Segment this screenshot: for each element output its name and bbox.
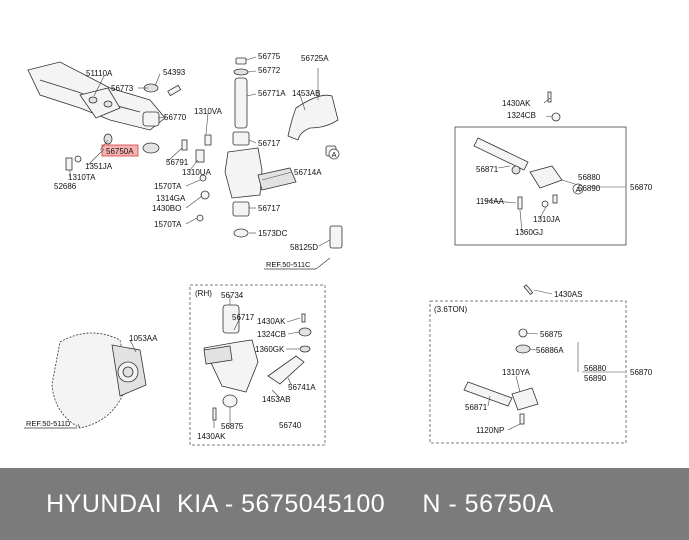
label-56880-tr: 56880	[578, 173, 601, 182]
label-56714A: 56714A	[294, 168, 322, 177]
ton-box	[429, 300, 627, 444]
axle-beam	[27, 61, 166, 131]
label-1324CB-rh: 1324CB	[257, 330, 286, 339]
label-56886A: 56886A	[536, 346, 564, 355]
label-56775: 56775	[258, 52, 281, 61]
label-52686: 52686	[54, 182, 77, 191]
label-1053AA: 1053AA	[129, 334, 158, 343]
label-1430AK-rh2: 1430AK	[197, 432, 226, 441]
label-1351JA: 1351JA	[85, 162, 113, 171]
label-1453AB-top: 1453AB	[292, 89, 320, 98]
label-54393: 54393	[163, 68, 186, 77]
ton-box-title: (3.6TON)	[434, 305, 468, 314]
label-1453AB-rh: 1453AB	[262, 395, 290, 404]
label-56890-tr: 56890	[578, 184, 601, 193]
ton-tie-rod	[463, 284, 539, 425]
label-56890-br: 56890	[584, 374, 607, 383]
rh-knuckle	[203, 304, 312, 421]
label-1360GJ: 1360GJ	[515, 228, 543, 237]
label-56773: 56773	[111, 84, 134, 93]
label-56770: 56770	[164, 113, 187, 122]
label-56772: 56772	[258, 66, 281, 75]
label-1314GA: 1314GA	[156, 194, 186, 203]
svg-text:REF.50-511D: REF.50-511D	[26, 419, 71, 428]
label-56725A: 56725A	[301, 54, 329, 63]
label-56875-br: 56875	[540, 330, 563, 339]
label-1310YA: 1310YA	[502, 368, 531, 377]
label-51110A: 51110A	[86, 69, 113, 78]
footer-bar	[0, 468, 689, 540]
backing-plate	[51, 332, 147, 429]
parts-diagram-svg: A A	[24, 52, 653, 446]
label-1430AK-rh: 1430AK	[257, 317, 286, 326]
label-1310UA: 1310UA	[182, 168, 212, 177]
leader-lines	[69, 56, 625, 431]
label-56717-top: 56717	[258, 139, 281, 148]
bushing-parts	[65, 83, 182, 171]
svg-text:A: A	[575, 185, 580, 194]
label-1430BO: 1430BO	[152, 204, 181, 213]
highlighted-part-label	[101, 144, 139, 157]
label-56717-mid: 56717	[258, 204, 281, 213]
label-1360GK: 1360GK	[255, 345, 285, 354]
label-1120NP: 1120NP	[476, 426, 504, 435]
label-56717-rh: 56717	[232, 313, 255, 322]
label-56750A: 56750A	[106, 147, 134, 156]
tie-rod-box	[454, 126, 627, 246]
label-1310JA: 1310JA	[533, 215, 561, 224]
label-58125D: 58125D	[290, 243, 318, 252]
label-1310VA: 1310VA	[194, 107, 223, 116]
label-56741A: 56741A	[288, 383, 316, 392]
svg-text:REF.50-511C: REF.50-511C	[266, 260, 311, 269]
label-1310TA: 1310TA	[68, 173, 96, 182]
label-1194AA: 1194AA	[476, 197, 505, 206]
label-56870-tr: 56870	[630, 183, 653, 192]
label-56740: 56740	[279, 421, 302, 430]
ref-label-511d: REF.50-511D	[24, 419, 77, 429]
marker-a3: A	[572, 183, 584, 195]
rh-box-title: (RH)	[195, 289, 212, 298]
label-56771A: 56771A	[258, 89, 286, 98]
label-56734: 56734	[221, 291, 244, 300]
tie-rod-end	[473, 91, 563, 210]
parts-diagram: A A	[24, 52, 653, 446]
rh-box	[189, 284, 326, 446]
label-1430AS: 1430AS	[554, 290, 582, 299]
svg-text:A: A	[331, 150, 336, 159]
label-56870-br: 56870	[630, 368, 653, 377]
label-56880-br: 56880	[584, 364, 607, 373]
ref-label-511c: REF.50-511C	[264, 257, 331, 270]
label-1570TA-a: 1570TA	[154, 182, 182, 191]
part-labels: 51110A 54393 56775 56772 56725A 56773 56…	[54, 52, 653, 441]
label-1430AK-tr: 1430AK	[502, 99, 531, 108]
label-1573DC: 1573DC	[258, 229, 288, 238]
footer-caption: HYUNDAI KIA - 5675045100 N - 56750A	[46, 490, 554, 518]
label-56875-rh: 56875	[221, 422, 244, 431]
label-56871-br: 56871	[465, 403, 488, 412]
label-56871-tr: 56871	[476, 165, 499, 174]
label-1570TA-b: 1570TA	[154, 220, 182, 229]
label-56791: 56791	[166, 158, 189, 167]
marker-a1: A	[328, 148, 340, 160]
label-1324CB-tr: 1324CB	[507, 111, 536, 120]
